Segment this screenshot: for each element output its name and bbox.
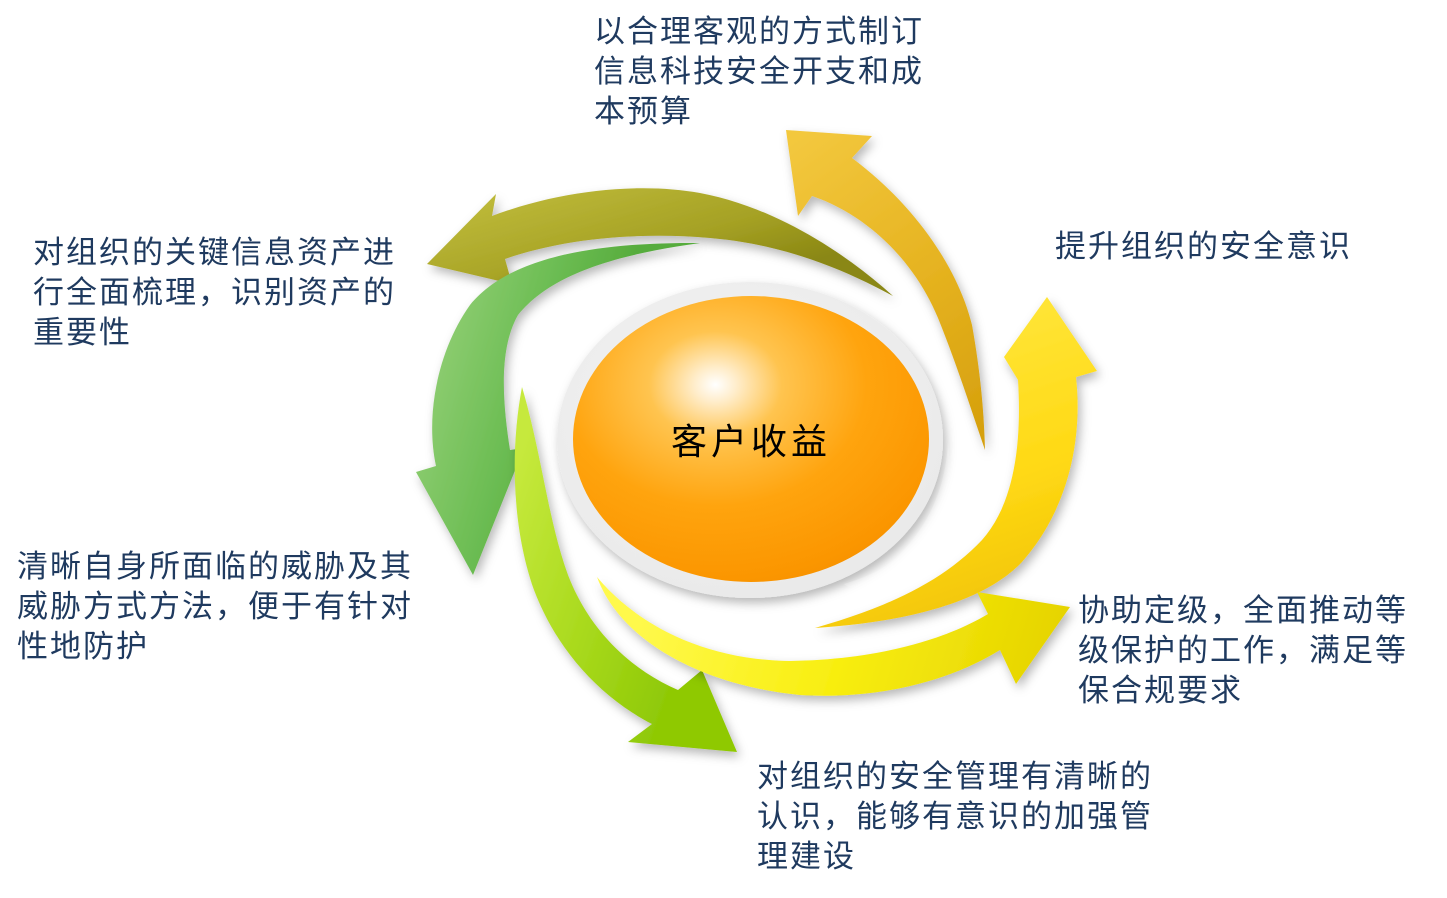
label-top-right-awareness: 提升组织的安全意识 — [1055, 229, 1352, 264]
label-top-left-assets: 对组织的关键信息资产进 行全面梳理，识别资产的 重要性 — [33, 235, 396, 350]
arrow-green-left-icon — [416, 242, 700, 576]
sphere — [573, 296, 929, 582]
arrow-olive-top-left-icon — [427, 188, 893, 296]
arrow-yellow-bottom-icon — [597, 577, 1070, 696]
label-bottom-left-threats: 清晰自身所面临的威胁及其 威胁方式方法，便于有针对 性地防护 — [17, 549, 413, 664]
label-right-grading: 协助定级，全面推动等 级保护的工作，满足等 保合规要求 — [1078, 593, 1408, 708]
arrow-chartreuse-bottom-left-icon — [514, 387, 737, 752]
arrow-gold-top-right-icon — [786, 130, 985, 450]
arrow-yellow-right-icon — [815, 297, 1097, 628]
sphere-gloss-highlight — [844, 442, 950, 588]
center-label: 客户收益 — [670, 421, 831, 462]
label-bottom-management: 对组织的安全管理有清晰的 认识，能够有意识的加强管 理建设 — [757, 759, 1153, 874]
label-top-budget: 以合理客观的方式制订 信息科技安全开支和成 本预算 — [594, 14, 924, 129]
